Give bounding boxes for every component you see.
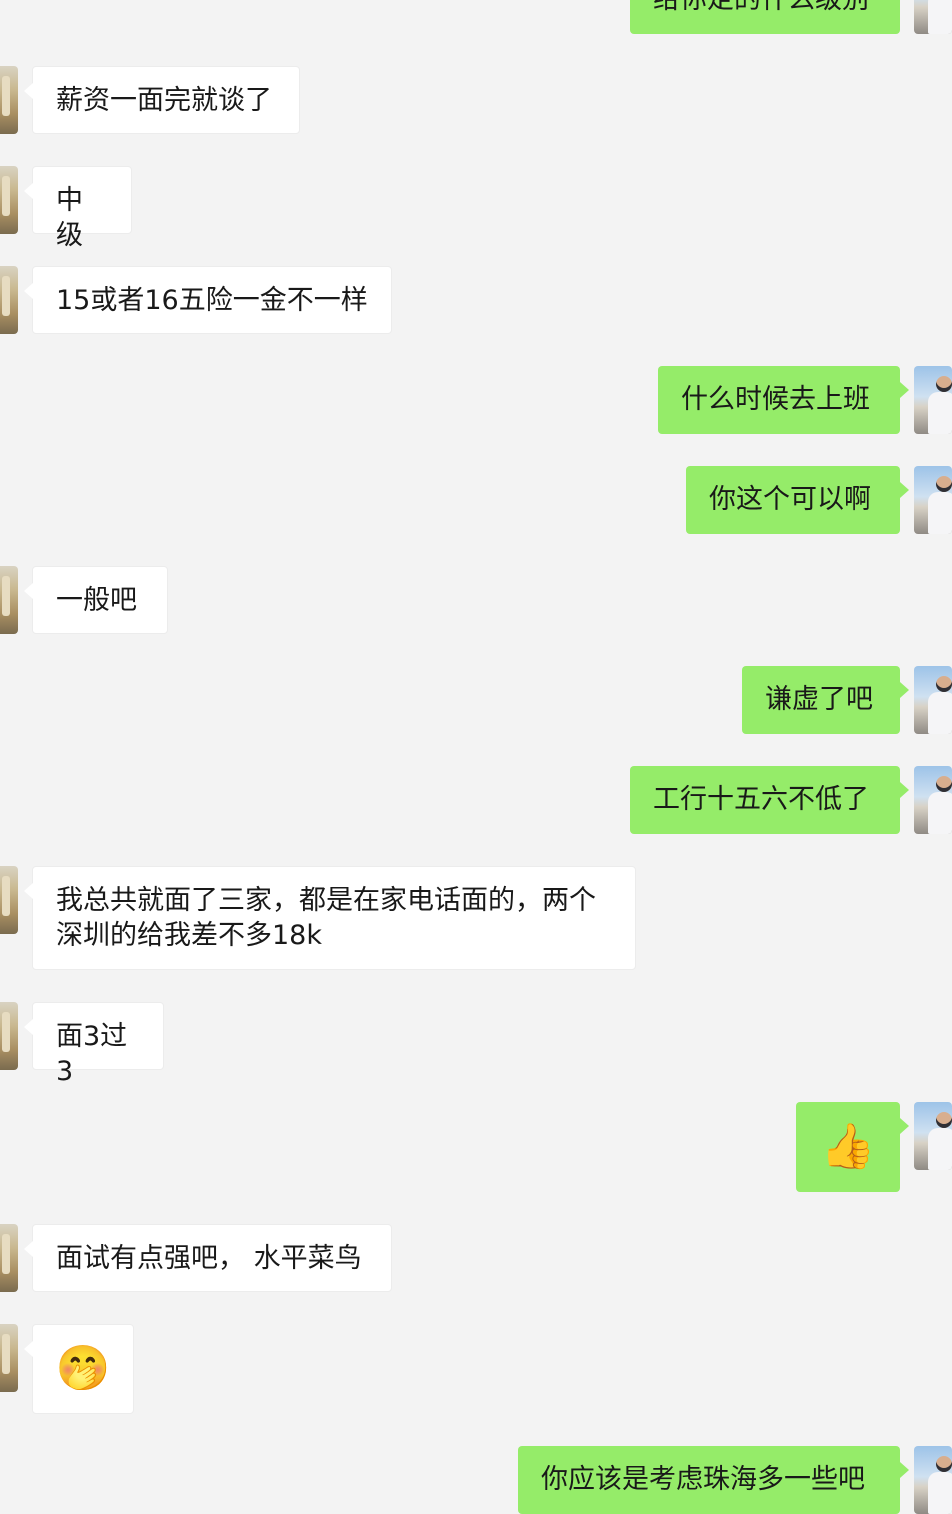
- outgoing-message-bubble[interactable]: 工行十五六不低了: [630, 766, 909, 834]
- incoming-emoji-bubble[interactable]: 🤭: [24, 1324, 134, 1414]
- sender-avatar[interactable]: [914, 1102, 952, 1170]
- contact-avatar[interactable]: [0, 1002, 18, 1070]
- message-row: 谦虚了吧: [0, 666, 952, 734]
- incoming-message-bubble[interactable]: 面试有点强吧， 水平菜鸟: [24, 1224, 392, 1292]
- outgoing-message-bubble[interactable]: 你应该是考虑珠海多一些吧: [518, 1446, 909, 1514]
- message-text: 给你定的什么级别: [653, 0, 877, 17]
- incoming-message-bubble[interactable]: 一般吧: [24, 566, 168, 634]
- contact-avatar[interactable]: [0, 166, 18, 234]
- contact-avatar[interactable]: [0, 866, 18, 934]
- message-text: 我总共就面了三家，都是在家电话面的，两个深圳的给我差不多18k: [56, 885, 596, 951]
- message-row: 我总共就面了三家，都是在家电话面的，两个深圳的给我差不多18k: [0, 866, 952, 970]
- hand-over-mouth-emoji-icon: 🤭: [55, 1343, 111, 1394]
- message-text: 中级: [56, 185, 83, 251]
- outgoing-emoji-bubble[interactable]: 👍: [796, 1102, 909, 1192]
- incoming-message-bubble[interactable]: 中级: [24, 166, 132, 251]
- message-text: 你这个可以啊: [709, 484, 871, 515]
- message-text: 你应该是考虑珠海多一些吧: [541, 1464, 865, 1495]
- message-text: 谦虚了吧: [765, 684, 873, 715]
- sender-avatar[interactable]: [914, 0, 952, 34]
- message-row: 15或者16五险一金不一样: [0, 266, 952, 334]
- message-row: 什么时候去上班: [0, 366, 952, 434]
- message-text: 15或者16五险一金不一样: [56, 285, 368, 316]
- sender-avatar[interactable]: [914, 666, 952, 734]
- contact-avatar[interactable]: [0, 566, 18, 634]
- contact-avatar[interactable]: [0, 266, 18, 334]
- incoming-message-bubble[interactable]: 薪资一面完就谈了: [24, 66, 300, 134]
- message-text: 薪资一面完就谈了: [56, 85, 272, 116]
- contact-avatar[interactable]: [0, 66, 18, 134]
- message-row: 工行十五六不低了: [0, 766, 952, 834]
- incoming-message-bubble[interactable]: 我总共就面了三家，都是在家电话面的，两个深圳的给我差不多18k: [24, 866, 636, 970]
- message-row: 你应该是考虑珠海多一些吧: [0, 1446, 952, 1514]
- sender-avatar[interactable]: [914, 1446, 952, 1514]
- message-row: 👍: [0, 1102, 952, 1192]
- message-row: 薪资一面完就谈了: [0, 66, 952, 134]
- message-row: 你这个可以啊: [0, 466, 952, 534]
- message-text: 工行十五六不低了: [653, 784, 869, 815]
- message-row: 🤭: [0, 1324, 952, 1414]
- outgoing-message-bubble[interactable]: 给你定的什么级别: [630, 0, 900, 34]
- outgoing-message-bubble[interactable]: 什么时候去上班: [658, 366, 909, 434]
- sender-avatar[interactable]: [914, 466, 952, 534]
- incoming-message-bubble[interactable]: 面3过3: [24, 1002, 164, 1087]
- sender-avatar[interactable]: [914, 766, 952, 834]
- contact-avatar[interactable]: [0, 1224, 18, 1292]
- message-row: 中级: [0, 166, 952, 251]
- contact-avatar[interactable]: [0, 1324, 18, 1392]
- message-text: 面试有点强吧， 水平菜鸟: [56, 1243, 362, 1274]
- message-text: 什么时候去上班: [681, 384, 870, 415]
- message-row: 给你定的什么级别: [0, 0, 952, 34]
- outgoing-message-bubble[interactable]: 谦虚了吧: [742, 666, 909, 734]
- outgoing-message-bubble[interactable]: 你这个可以啊: [686, 466, 909, 534]
- message-row: 面试有点强吧， 水平菜鸟: [0, 1224, 952, 1292]
- message-row: 面3过3: [0, 1002, 952, 1087]
- message-text: 面3过3: [56, 1021, 128, 1087]
- incoming-message-bubble[interactable]: 15或者16五险一金不一样: [24, 266, 392, 334]
- thumbs-up-emoji-icon: 👍: [820, 1121, 876, 1172]
- sender-avatar[interactable]: [914, 366, 952, 434]
- message-row: 一般吧: [0, 566, 952, 634]
- message-text: 一般吧: [56, 585, 137, 616]
